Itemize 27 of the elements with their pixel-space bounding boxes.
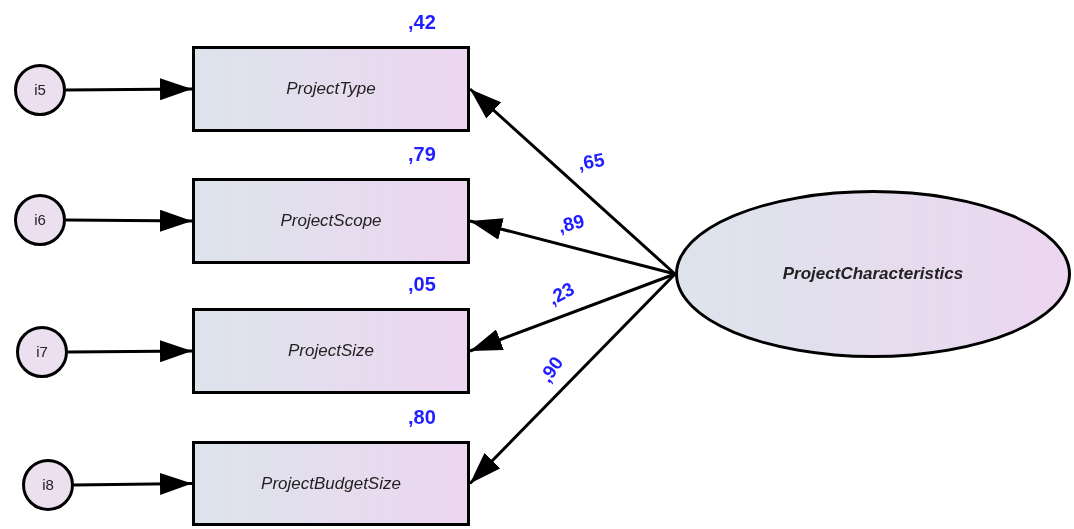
node-label: i7 [36, 341, 48, 362]
node-label: i6 [34, 209, 46, 230]
arrow [469, 272, 676, 353]
edge-label: ,89 [556, 211, 587, 236]
node-label: ProjectBudgetSize [261, 472, 401, 495]
node-label: i8 [42, 474, 54, 495]
value-label: ,42 [408, 12, 436, 32]
node-label: ProjectType [286, 78, 376, 101]
value-label: ,05 [408, 274, 436, 294]
arrow [66, 209, 192, 232]
arrow [66, 78, 192, 101]
node-label: ProjectScope [280, 210, 382, 233]
variable-box [192, 178, 470, 264]
value-label: ,79 [408, 144, 436, 164]
edge-label: ,90 [535, 353, 567, 386]
node-label: ProjectSize [288, 340, 374, 363]
variable-box [192, 308, 470, 394]
arrow [73, 472, 193, 495]
edge-label: ,65 [576, 149, 606, 174]
arrow [68, 340, 192, 363]
value-label: ,80 [408, 407, 436, 427]
variable-box [192, 46, 470, 132]
node-label: i5 [34, 79, 46, 100]
arrow [469, 218, 676, 276]
variable-box [192, 441, 470, 526]
node-label: ProjectCharacteristics [782, 263, 964, 286]
edge-label: ,23 [545, 278, 578, 309]
